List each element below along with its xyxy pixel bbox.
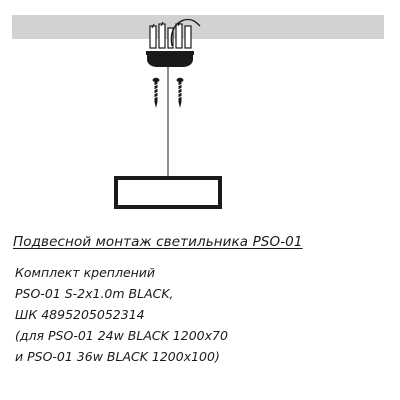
canopy-cup <box>147 54 193 67</box>
screw-right <box>176 77 184 108</box>
kit-description: Комплект креплений PSO-01 S-2x1.0m BLACK… <box>15 262 228 367</box>
ceiling-mount <box>146 18 201 67</box>
diagram-title: Подвесной монтаж светильника PSO-01 <box>13 234 303 250</box>
screw-left <box>152 77 160 108</box>
kit-description-line: PSO-01 S-2x1.0m BLACK, <box>15 286 174 301</box>
kit-description-line: и PSO-01 36w BLACK 1200x100) <box>15 349 220 364</box>
kit-description-line: (для PSO-01 24w BLACK 1200x70 <box>15 328 228 343</box>
mounting-diagram <box>12 15 384 209</box>
ceiling <box>12 15 384 39</box>
luminaire <box>114 176 222 209</box>
kit-description-line: ШК 4895205052314 <box>15 307 145 322</box>
kit-description-line: Комплект креплений <box>15 265 156 280</box>
power-cable <box>170 18 201 47</box>
